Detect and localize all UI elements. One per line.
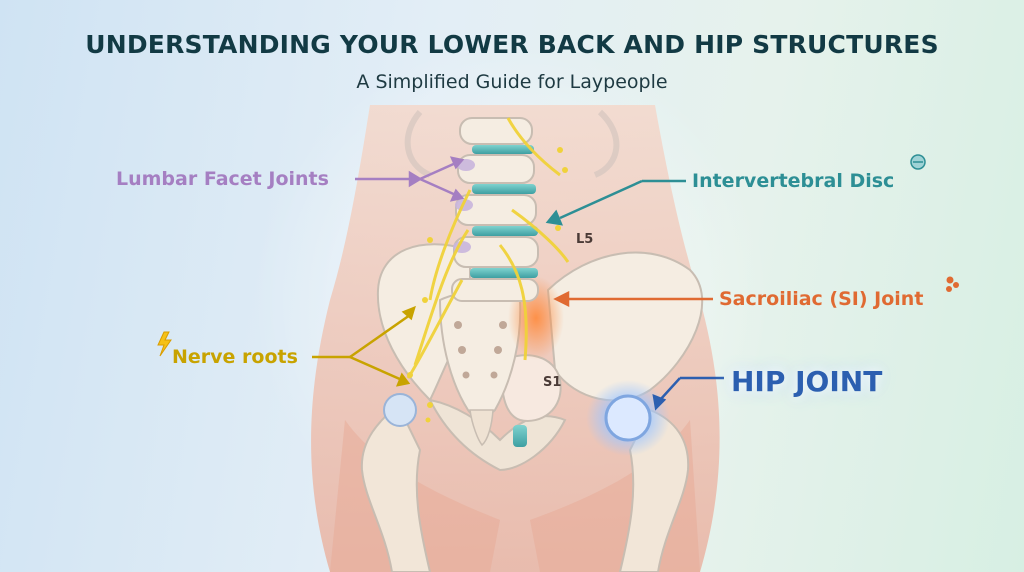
sacral-foramina — [454, 321, 507, 379]
vertebra-l1 — [459, 117, 533, 145]
disc-pointer — [545, 179, 686, 226]
disc-l2-l3 — [472, 184, 536, 194]
disc-l1-l2 — [472, 145, 534, 154]
nerve-pointer — [312, 305, 416, 387]
disc-l3-l4 — [472, 226, 538, 236]
label-s1: S1 — [543, 375, 562, 390]
nerve-dots — [407, 147, 568, 423]
pill-icon — [910, 154, 926, 170]
facet-pointer — [355, 156, 465, 202]
hip-joint-head — [604, 394, 652, 442]
vertebra-l3 — [455, 194, 537, 226]
vertebra-l2 — [457, 154, 535, 184]
vertebra-l4 — [453, 236, 539, 268]
lightning-icon — [157, 331, 172, 357]
disc-l4-l5 — [470, 268, 538, 278]
right-rib — [593, 109, 620, 178]
label-hip-joint: HIP JOINT — [731, 365, 883, 398]
si-pointer — [553, 290, 713, 308]
left-hip-joint — [383, 393, 417, 427]
label-lumbar-facet-joints: Lumbar Facet Joints — [116, 168, 329, 190]
pubic-symphysis — [513, 425, 527, 447]
coccyx — [469, 409, 494, 447]
orange-dots-icon — [946, 276, 959, 292]
vertebra-l5 — [451, 278, 539, 302]
left-rib — [404, 110, 432, 178]
label-sacroiliac-joint: Sacroiliac (SI) Joint — [719, 288, 924, 310]
nerve-roots — [406, 117, 570, 379]
page-title: UNDERSTANDING YOUR LOWER BACK AND HIP ST… — [85, 30, 939, 59]
page-subtitle: A Simplified Guide for Laypeople — [356, 71, 668, 93]
label-l5: L5 — [576, 232, 594, 247]
hip-pointer — [652, 376, 724, 411]
label-nerve-roots: Nerve roots — [172, 346, 298, 368]
label-intervertebral-disc: Intervertebral Disc — [692, 170, 895, 192]
left-femur — [360, 403, 432, 572]
